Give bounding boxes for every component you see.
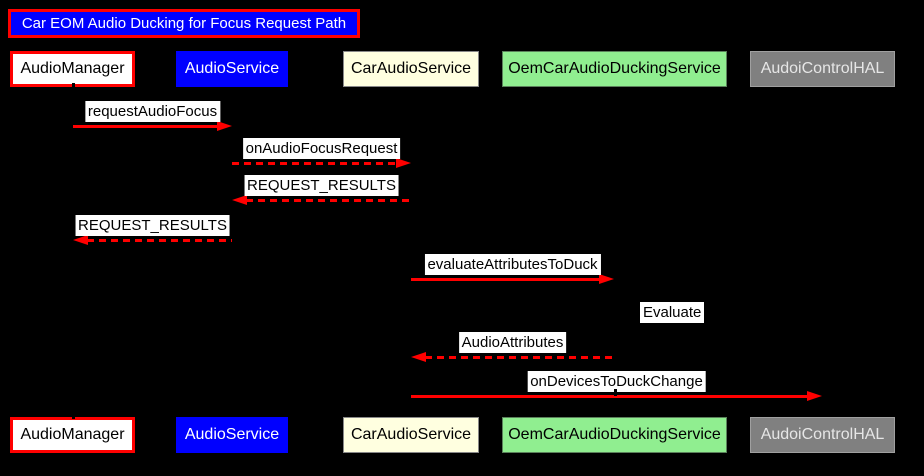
message-line xyxy=(73,125,218,128)
message-label: evaluateAttributesToDuck xyxy=(424,254,601,275)
message-label: requestAudioFocus xyxy=(84,101,221,122)
message-label-self: Evaluate xyxy=(640,302,705,323)
participant-oem-car-audio-ducking-service-top: OemCarAudioDuckingService xyxy=(502,51,727,87)
participant-audio-service-bottom: AudioService xyxy=(176,417,288,453)
message-line xyxy=(411,395,808,398)
arrowhead-icon xyxy=(396,158,411,168)
message-label: onDevicesToDuckChange xyxy=(527,371,706,392)
lifeline-tick xyxy=(71,411,75,419)
message-line xyxy=(411,278,600,281)
lifeline-tick xyxy=(613,389,617,396)
participant-audio-control-hal-top: AudoiControlHAL xyxy=(750,51,895,87)
lifeline-oem-car-audio-ducking-service xyxy=(613,87,615,417)
message-label: onAudioFocusRequest xyxy=(242,138,401,159)
arrowhead-icon xyxy=(411,352,426,362)
message-line xyxy=(232,162,397,165)
participant-audio-manager-bottom: AudioManager xyxy=(10,417,135,453)
arrowhead-icon xyxy=(599,274,614,284)
lifeline-tick xyxy=(71,83,75,91)
participant-car-audio-service-top: CarAudioService xyxy=(343,51,479,87)
lifeline-audio-manager xyxy=(72,87,74,417)
lifeline-audio-service xyxy=(231,87,233,417)
message-line xyxy=(87,239,232,242)
participant-audio-service-top: AudioService xyxy=(176,51,288,87)
participant-audio-manager-top: AudioManager xyxy=(10,51,135,87)
arrowhead-icon xyxy=(217,121,232,131)
lifeline-car-audio-service xyxy=(410,87,412,417)
message-label: REQUEST_RESULTS xyxy=(244,175,399,196)
participant-car-audio-service-bottom: CarAudioService xyxy=(343,417,479,453)
participant-oem-car-audio-ducking-service-bottom: OemCarAudioDuckingService xyxy=(502,417,727,453)
arrowhead-icon xyxy=(807,391,822,401)
lifeline-audio-control-hal xyxy=(821,87,823,417)
message-label: AudioAttributes xyxy=(458,332,567,353)
message-line xyxy=(425,356,614,359)
arrowhead-icon xyxy=(73,235,88,245)
participant-audio-control-hal-bottom: AudoiControlHAL xyxy=(750,417,895,453)
diagram-title: Car EOM Audio Ducking for Focus Request … xyxy=(8,9,360,38)
arrowhead-icon xyxy=(232,195,247,205)
message-line xyxy=(246,199,411,202)
message-label: REQUEST_RESULTS xyxy=(75,215,230,236)
